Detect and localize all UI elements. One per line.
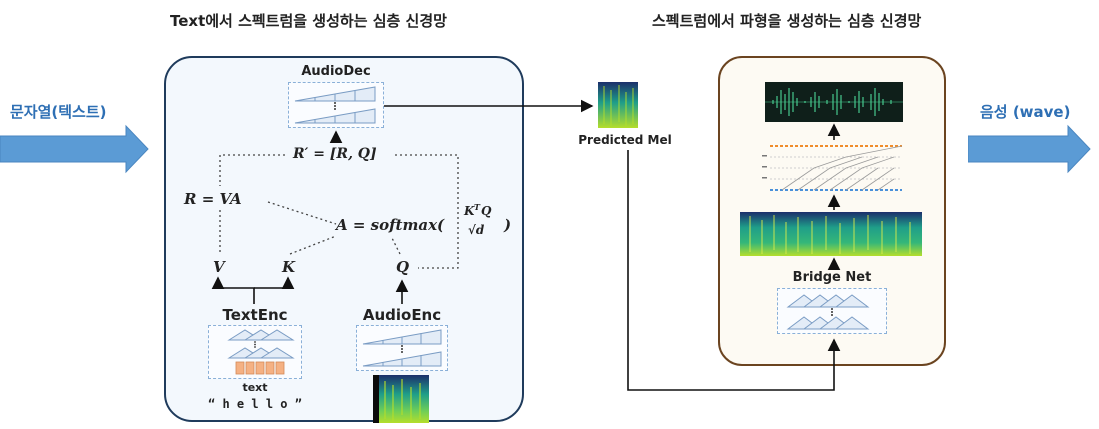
audioenc-label: AudioEnc (362, 306, 442, 324)
waveform-icon (765, 82, 903, 122)
text-input-label: text (242, 381, 268, 394)
r-prime-equation: R′ = [R, Q] (293, 146, 377, 162)
left-heading: Text에서 스펙트럼을 생성하는 심층 신경망 (170, 12, 447, 30)
r-equation: R = VA (184, 190, 242, 208)
textenc-layers-icon (227, 329, 295, 375)
q-label: Q (396, 258, 410, 276)
bridge-net-layers-icon (786, 294, 870, 330)
textenc-label: TextEnc (222, 306, 288, 324)
bridge-net-label: Bridge Net (792, 270, 872, 285)
attention-num-q: Q (481, 204, 492, 218)
bridge-mel-spectrogram-icon (740, 212, 922, 256)
attention-num-k: K (464, 204, 475, 218)
attention-sup-t: T (474, 202, 480, 212)
audioenc-block (356, 325, 448, 371)
input-label: 문자열(텍스트) (10, 103, 107, 121)
attention-main: A = softmax( (336, 216, 445, 234)
audiodec-layers-icon (294, 86, 376, 124)
attention-den: √d (468, 223, 485, 237)
audiodec-block (288, 82, 384, 128)
text-input-example: “ h e l l o ” (208, 397, 302, 411)
v-label: V (213, 258, 225, 276)
textenc-block (208, 325, 302, 379)
attention-close: ) (504, 216, 512, 234)
audiodec-label: AudioDec (301, 64, 371, 79)
predicted-mel-spectrogram-icon (598, 82, 638, 128)
input-arrow-icon (0, 124, 149, 174)
input-mel-spectrogram-icon (373, 375, 429, 423)
bridge-net-block (777, 288, 887, 334)
k-label: K (282, 258, 296, 276)
output-arrow-icon (968, 124, 1091, 174)
right-heading: 스펙트럼에서 파형을 생성하는 심층 신경망 (652, 12, 922, 30)
dilated-network-icon (762, 145, 903, 191)
audioenc-layers-icon (362, 329, 442, 367)
output-label: 음성 (wave) (980, 103, 1071, 121)
predicted-mel-label: Predicted Mel (578, 133, 672, 147)
